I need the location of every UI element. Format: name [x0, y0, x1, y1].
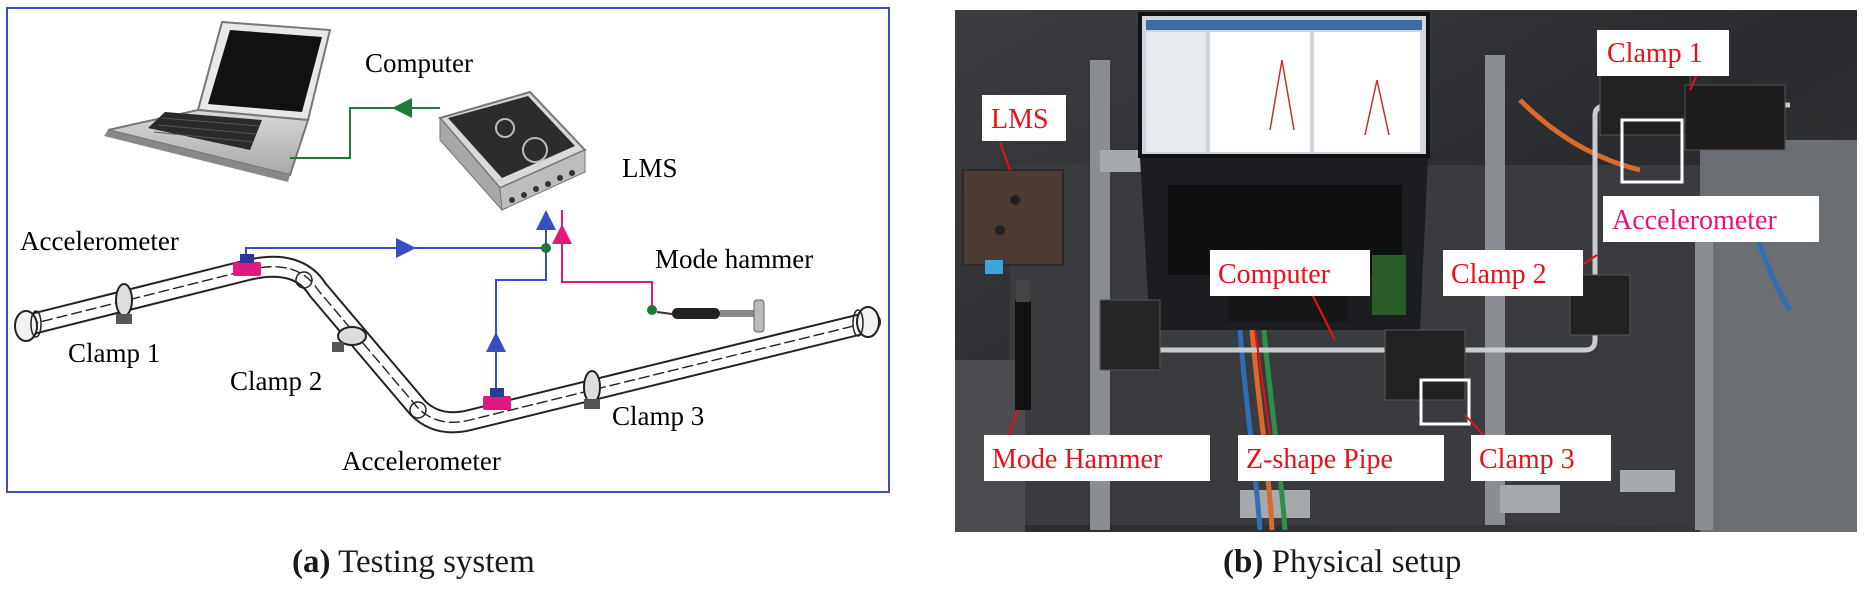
photo-label-z-shape-pipe: Z-shape Pipe	[1246, 444, 1393, 475]
panel-a-testing-system: Computer LMS Accelerometer Mode hammer C…	[6, 7, 890, 493]
caption-b: (b) Physical setup	[1223, 544, 1461, 580]
label-clamp-2: Clamp 2	[230, 366, 322, 396]
clamp-1-icon	[115, 283, 133, 324]
label-mode-hammer: Mode hammer	[655, 244, 813, 274]
z-shape-pipe	[17, 255, 881, 434]
photo-label-computer: Computer	[1218, 259, 1331, 290]
mode-hammer-icon	[647, 299, 765, 333]
caption-a-text: Testing system	[330, 544, 535, 580]
photo-label-clamp-2: Clamp 2	[1451, 259, 1547, 290]
label-computer: Computer	[365, 48, 473, 78]
caption-b-text: Physical setup	[1263, 544, 1461, 580]
photo-clamp-fixtures	[1099, 59, 1786, 401]
label-lms: LMS	[622, 153, 678, 183]
pipe-end-fitting-right	[852, 306, 880, 338]
junction-dot	[541, 243, 551, 253]
pipe-joint	[409, 401, 427, 419]
label-accelerometer-top: Accelerometer	[20, 226, 179, 256]
lms-box-icon	[438, 90, 587, 212]
accelerometer-bottom-icon	[483, 388, 511, 410]
highlight-box-clamp3	[1419, 378, 1471, 426]
cables	[1237, 98, 1793, 531]
clamp-3-icon	[583, 370, 601, 409]
caption-b-tag: (b)	[1223, 544, 1263, 580]
pipe-end-fitting-left	[14, 310, 42, 342]
pipe-joint	[295, 271, 313, 289]
highlight-box-accelerometer	[1620, 118, 1684, 184]
accelerometer-top-icon	[233, 254, 261, 276]
photo-label-clamp-3: Clamp 3	[1479, 444, 1575, 475]
photo-label-clamp-1: Clamp 1	[1607, 38, 1703, 69]
label-backgrounds	[982, 30, 1819, 481]
label-clamp-3: Clamp 3	[612, 401, 704, 431]
label-clamp-1: Clamp 1	[68, 338, 160, 368]
panel-b-physical-setup: LMS Clamp 1 Accelerometer Computer Clamp…	[955, 10, 1857, 532]
photo-mode-hammer	[1015, 280, 1031, 410]
caption-a-tag: (a)	[292, 544, 330, 580]
photo-label-accelerometer: Accelerometer	[1612, 205, 1777, 236]
label-accelerometer-bottom: Accelerometer	[342, 446, 501, 476]
caption-a: (a) Testing system	[292, 544, 535, 580]
photo-label-mode-hammer: Mode Hammer	[992, 444, 1163, 475]
photo-lms-device	[962, 169, 1064, 274]
photo-label-lms: LMS	[991, 104, 1049, 135]
computer-laptop-icon	[104, 20, 332, 182]
clamp-2-icon	[332, 326, 367, 352]
